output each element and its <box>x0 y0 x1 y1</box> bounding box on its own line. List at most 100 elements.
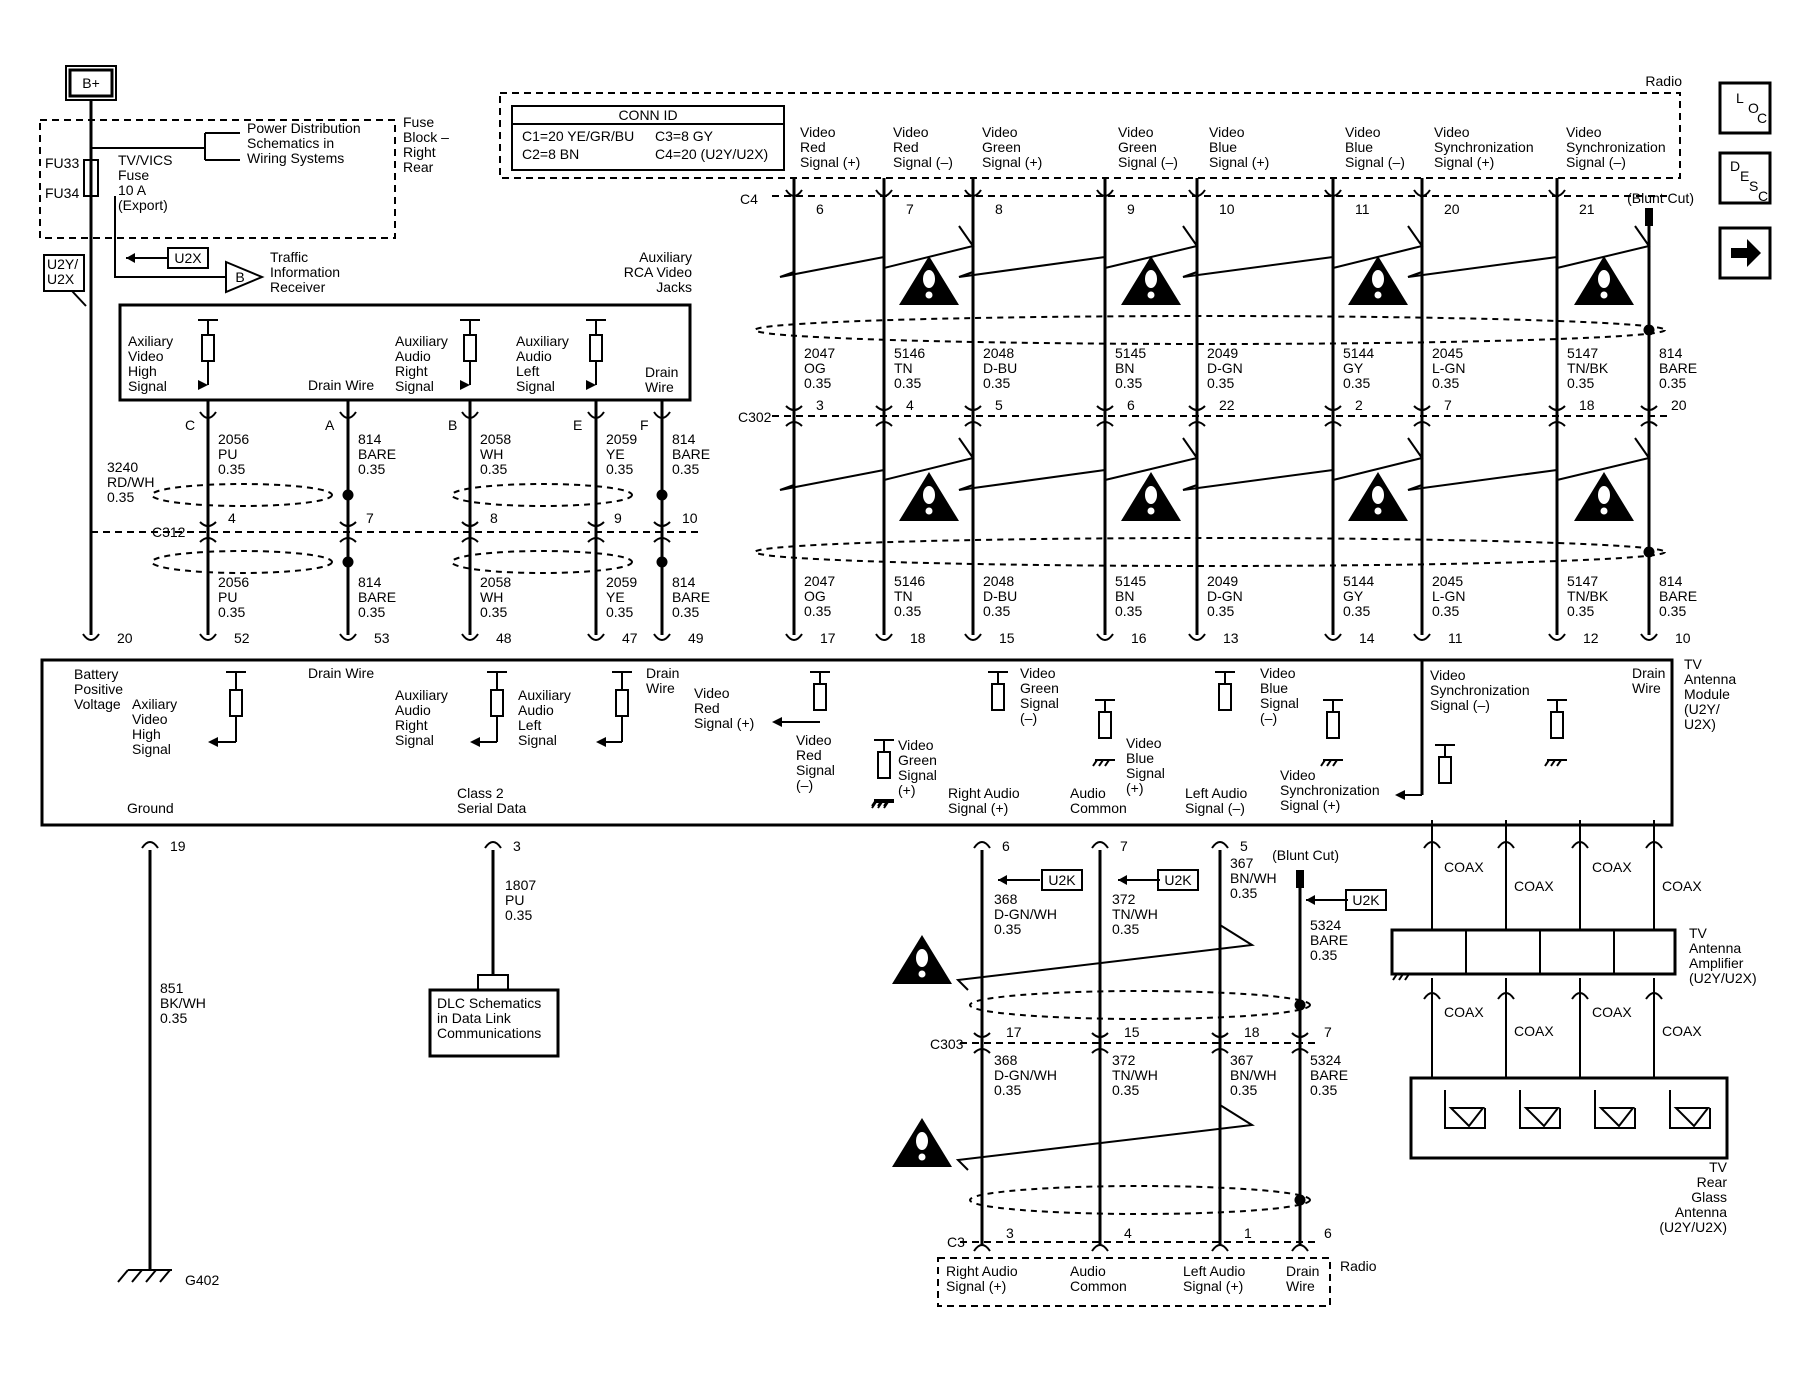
aux-pin-letter: F <box>640 417 649 433</box>
wire-label: 5146 <box>894 345 925 361</box>
arrow-head <box>998 875 1007 885</box>
audio-wire-label: D-GN/WH <box>994 906 1057 922</box>
wire-1807-label: 0.35 <box>505 907 532 923</box>
wire-label: GY <box>1343 360 1364 376</box>
wire-label: WH <box>480 589 503 605</box>
aux-right-label: Right <box>395 363 428 379</box>
u2k-label: U2K <box>1352 892 1380 908</box>
shield <box>451 550 633 574</box>
warning-mark <box>1372 486 1384 504</box>
module-vrm: Video <box>796 732 832 748</box>
module-vrp: Red <box>694 700 720 716</box>
resistor <box>1550 711 1564 739</box>
wire-label: 5147 <box>1567 345 1598 361</box>
wire-label: 2045 <box>1432 345 1463 361</box>
resistor <box>463 334 477 362</box>
tir-triangle <box>225 260 265 294</box>
warning-mark <box>918 970 926 978</box>
desc-button[interactable] <box>1718 151 1772 205</box>
wire-label: TN <box>894 360 913 376</box>
connector-cup <box>199 633 217 641</box>
connector-cup <box>484 841 502 849</box>
twist <box>958 469 1106 491</box>
audio-wire-label: 367 <box>1230 1052 1254 1068</box>
module-vrp: Signal (+) <box>694 715 754 731</box>
splice-dot <box>656 489 668 501</box>
connector-cup <box>964 633 982 641</box>
module-vgp: Green <box>898 752 937 768</box>
top-signal-label: Video <box>1209 124 1245 140</box>
coax-label: COAX <box>1662 878 1702 894</box>
resistor <box>589 334 603 362</box>
radio-ac: Common <box>1070 1278 1127 1294</box>
connector-cup <box>587 633 605 641</box>
module-drain2: Drain <box>646 665 679 681</box>
module-vgm: Green <box>1020 680 1059 696</box>
u2x-box <box>167 247 209 269</box>
top-signal-label: Green <box>1118 139 1157 155</box>
splice-dot <box>656 556 668 568</box>
dlc-box <box>428 988 560 1058</box>
wire-label: L-GN <box>1432 360 1465 376</box>
shield <box>151 483 333 507</box>
wire-label: 2048 <box>983 345 1014 361</box>
shield <box>969 990 1311 1020</box>
connector-cup <box>875 633 893 641</box>
twist <box>1407 256 1558 278</box>
wire-label: 814 <box>1659 345 1683 361</box>
ground-symbol <box>1550 759 1556 767</box>
wire-label: YE <box>606 589 625 605</box>
wire-label: 0.35 <box>1432 603 1459 619</box>
loc-button[interactable] <box>1718 81 1772 135</box>
connector-cup <box>653 537 671 543</box>
connector-cup <box>1423 992 1441 1000</box>
u2y-pointer <box>71 290 87 307</box>
module-vgp: (+) <box>898 782 916 798</box>
twist <box>779 469 885 491</box>
coax-label: COAX <box>1444 859 1484 875</box>
top-signal-label: Video <box>1434 124 1470 140</box>
tir-letter: B <box>235 269 244 285</box>
module-vbp: Blue <box>1126 750 1154 766</box>
wire-label: 0.35 <box>804 375 831 391</box>
wire-label: 0.35 <box>672 604 699 620</box>
resistor <box>1326 711 1340 739</box>
wire-label: 814 <box>672 431 696 447</box>
module-name: (U2Y/ <box>1684 701 1720 717</box>
fuse-block-outline <box>39 119 396 239</box>
desc-S: S <box>1749 178 1758 194</box>
wire-851-label: BK/WH <box>160 995 206 1011</box>
wire-label: 0.35 <box>983 603 1010 619</box>
module-pin: 14 <box>1359 630 1375 646</box>
twist <box>883 225 975 269</box>
module-name: Module <box>1684 686 1730 702</box>
antenna-element <box>1669 1090 1711 1129</box>
connector-cup <box>1497 992 1515 1000</box>
connector-cup <box>587 537 605 543</box>
module-aal: Signal <box>518 732 557 748</box>
aux-right-label: Audio <box>395 348 431 364</box>
connector-cup <box>964 421 982 427</box>
c3-pin: 1 <box>1244 1225 1252 1241</box>
aux-video-label: Axiliary <box>128 333 173 349</box>
module-axv: Signal <box>132 741 171 757</box>
module-pin: 13 <box>1223 630 1239 646</box>
connector-cup <box>199 537 217 543</box>
audio-wire-label: 0.35 <box>994 921 1021 937</box>
c4-pin: 11 <box>1355 201 1370 217</box>
next-button[interactable] <box>1718 226 1772 280</box>
module-vsm: Synchronization <box>1430 682 1530 698</box>
audio-wire-label: 372 <box>1112 1052 1136 1068</box>
radio-la: Signal (+) <box>1183 1278 1243 1294</box>
twist <box>1182 469 1334 491</box>
c302-pin: 20 <box>1671 397 1687 413</box>
pd-label: Schematics in <box>247 135 334 151</box>
u2x-label: U2X <box>174 250 202 266</box>
connector-cup <box>973 1244 991 1252</box>
module-drain3: Drain <box>1632 665 1665 681</box>
ground-symbol <box>1326 759 1332 767</box>
tir-wire <box>114 196 226 278</box>
wire-label: BN <box>1115 360 1134 376</box>
connector-cup <box>199 411 217 419</box>
connector-cup <box>653 411 671 419</box>
